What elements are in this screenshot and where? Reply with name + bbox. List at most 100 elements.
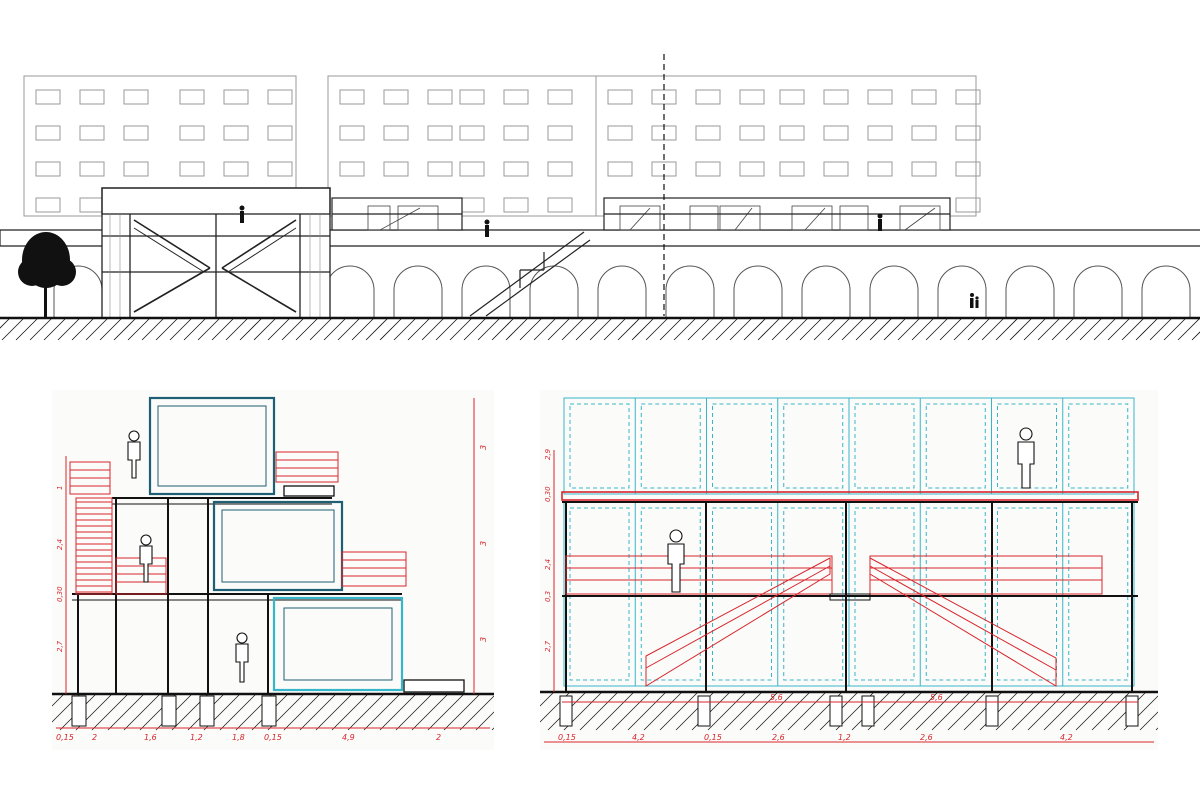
black-boxes-left [283, 485, 465, 693]
window [79, 161, 105, 177]
dimension-label: 1,6 [144, 733, 157, 742]
window [607, 89, 633, 105]
window [123, 89, 149, 105]
window [459, 161, 485, 177]
dimension-label: 2,7 [544, 640, 552, 652]
window [823, 125, 849, 141]
window [867, 161, 893, 177]
dimension-label: 2,4 [544, 559, 552, 570]
window [35, 89, 61, 105]
footings-right [559, 695, 1139, 727]
arch [393, 265, 443, 318]
dimension-label: 1,8 [232, 733, 245, 742]
window [179, 161, 205, 177]
dimension-label: 0,30 [544, 486, 552, 502]
dimension-label: 1,2 [190, 733, 203, 742]
dimension-label: 2,4 [56, 539, 64, 550]
window [339, 89, 365, 105]
dimension-label: 4,2 [632, 733, 645, 742]
window [547, 161, 573, 177]
red-railings-left [56, 398, 490, 729]
dimension-label: 0,15 [704, 733, 722, 742]
dimension-label: 0,3 [544, 591, 552, 602]
window [179, 125, 205, 141]
containers-left [148, 396, 404, 692]
container-grid-right [563, 397, 1135, 687]
window [459, 197, 485, 213]
window [503, 89, 529, 105]
dimension-label: 2,6 [920, 733, 933, 742]
dimension-label: 2 [436, 733, 441, 742]
dimension-label: 0,15 [56, 733, 74, 742]
window [383, 125, 409, 141]
window [79, 197, 105, 213]
street-elevation [0, 40, 1200, 345]
dimension-label: 2,7 [56, 640, 64, 652]
arch [529, 265, 579, 318]
window [427, 89, 453, 105]
window [955, 161, 981, 177]
window [547, 197, 573, 213]
dimension-label: 2,9 [544, 448, 552, 460]
window [427, 125, 453, 141]
dimension-label: 3 [479, 445, 488, 450]
window [547, 89, 573, 105]
window [459, 89, 485, 105]
window [867, 89, 893, 105]
window [779, 89, 805, 105]
window [123, 161, 149, 177]
dimension-label: 2,6 [772, 733, 785, 742]
ground-left [52, 692, 494, 731]
window [123, 125, 149, 141]
arch [325, 265, 375, 318]
window [267, 161, 293, 177]
window [79, 125, 105, 141]
person-figure-icon [239, 205, 979, 308]
red-stairs-right [544, 450, 1154, 743]
window [223, 89, 249, 105]
window [35, 161, 61, 177]
container-tower [101, 187, 331, 319]
arch [937, 265, 987, 318]
steel-frame-right [562, 501, 1138, 692]
tree-icon [18, 232, 76, 318]
window [955, 197, 981, 213]
dimension-label: 2 [92, 733, 97, 742]
window [503, 125, 529, 141]
window [267, 89, 293, 105]
window [79, 89, 105, 105]
elevation-drawing [0, 54, 1200, 341]
window [779, 161, 805, 177]
dimension-label: 0,15 [558, 733, 576, 742]
arch [461, 265, 511, 318]
window [779, 125, 805, 141]
window [911, 89, 937, 105]
window [427, 161, 453, 177]
window [607, 161, 633, 177]
arch [869, 265, 919, 318]
terrace-modules [331, 197, 951, 231]
window [739, 125, 765, 141]
window [695, 125, 721, 141]
arch [1073, 265, 1123, 318]
window [383, 161, 409, 177]
arch [597, 265, 647, 318]
window [179, 89, 205, 105]
dimension-label: 1 [56, 486, 64, 490]
window [695, 89, 721, 105]
window [267, 125, 293, 141]
building-block-middle [327, 75, 597, 217]
ramp-stair [469, 231, 591, 317]
arch [733, 265, 783, 318]
arch [665, 265, 715, 318]
window [35, 125, 61, 141]
window [955, 125, 981, 141]
person-figure-icon [667, 427, 1035, 593]
window [607, 125, 633, 141]
arch [1141, 265, 1191, 318]
window [739, 161, 765, 177]
